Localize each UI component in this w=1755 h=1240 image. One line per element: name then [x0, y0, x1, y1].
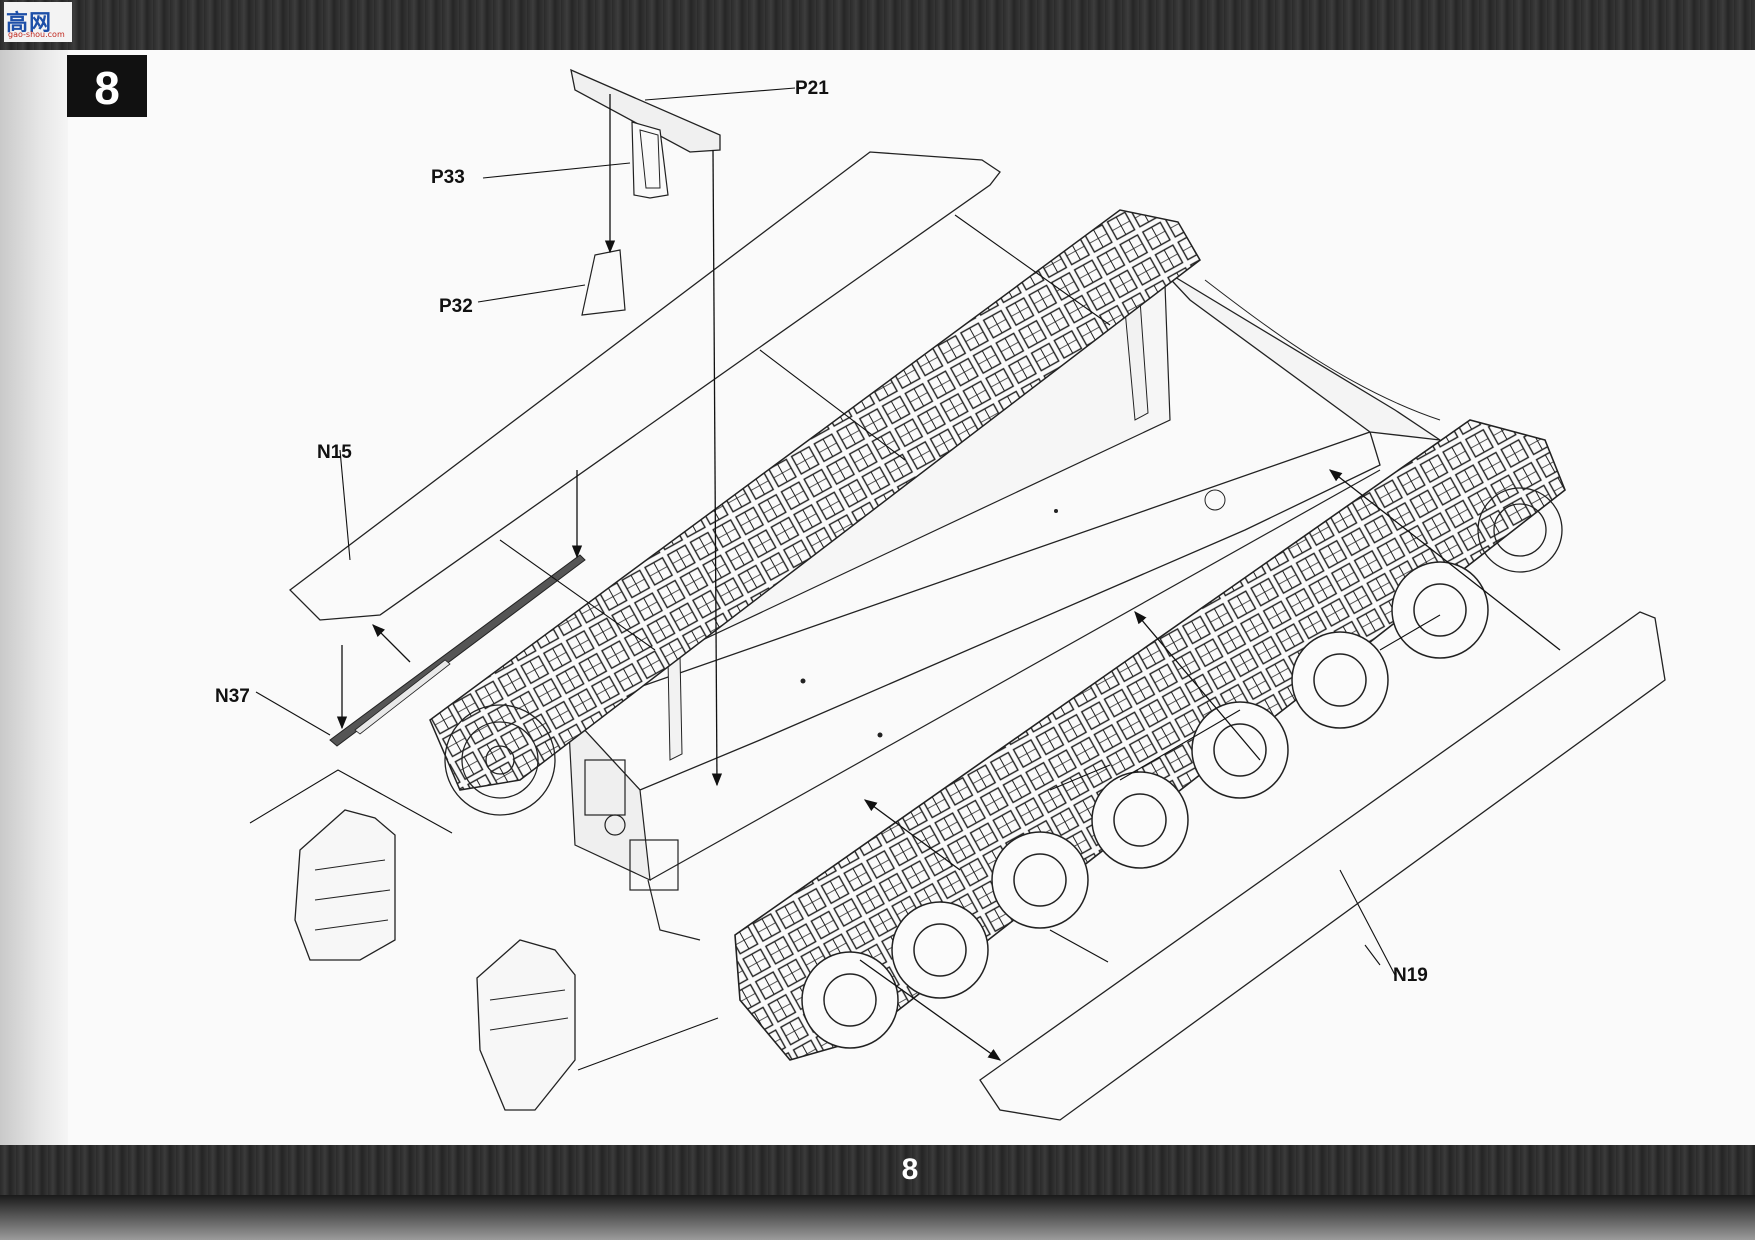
placement-arrows	[336, 94, 1561, 1061]
label-p32: P32	[439, 296, 473, 317]
logo-url: gao-shou.com	[8, 30, 65, 39]
label-n15: N15	[317, 442, 352, 463]
label-n19: N19	[1393, 965, 1428, 986]
road-wheels	[801, 561, 1489, 1049]
part-p21	[570, 68, 721, 153]
hull-front	[1159, 267, 1441, 441]
idler-wheel	[1477, 487, 1563, 573]
bottom-scan-shadow	[0, 1195, 1755, 1240]
leader-lines	[249, 87, 1441, 1071]
part-p32	[581, 249, 626, 316]
rear-hull-details	[584, 759, 701, 941]
rear-stowage-box-left	[294, 809, 396, 961]
step-badge: 8	[67, 55, 147, 117]
logo-text: 高网	[6, 11, 53, 36]
page-number: 8	[901, 1153, 919, 1186]
bottom-scan-band	[0, 1145, 1755, 1195]
part-n37	[329, 554, 586, 747]
rear-stowage-box-right	[476, 939, 576, 1111]
label-p21: P21	[795, 78, 829, 99]
part-n15	[289, 151, 1001, 621]
rear-sprocket	[444, 704, 556, 816]
top-scan-band	[0, 0, 1755, 50]
label-p33: P33	[431, 167, 465, 188]
page-left-edge	[0, 50, 68, 1145]
watermark-logo: 高网 gao-shou.com	[4, 2, 72, 42]
step-number: 8	[94, 62, 120, 114]
far-track	[429, 209, 1201, 791]
part-n19	[979, 611, 1666, 1121]
label-n37: N37	[215, 686, 250, 707]
